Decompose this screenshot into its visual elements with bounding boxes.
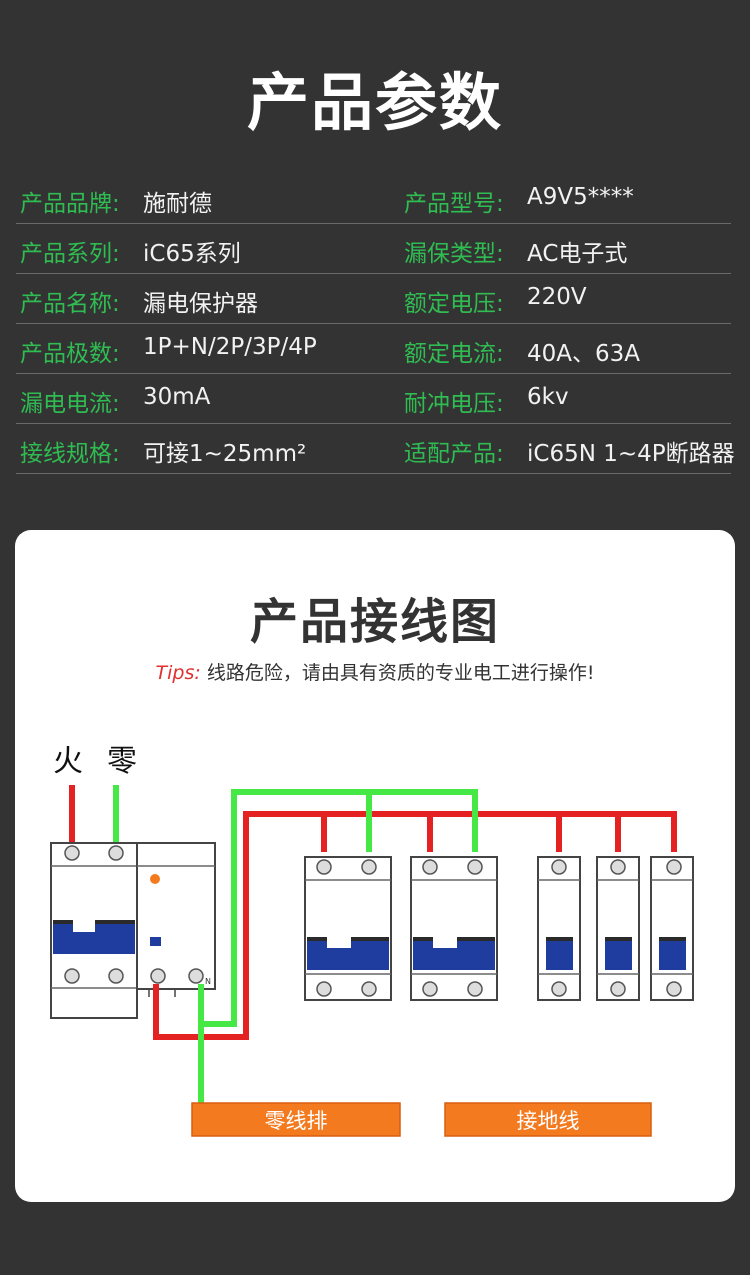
param-value: iC65系列 bbox=[143, 241, 241, 267]
param-label: 额定电流: bbox=[404, 341, 504, 367]
param-value: 1P+N/2P/3P/4P bbox=[143, 334, 317, 360]
param-value: 施耐德 bbox=[143, 191, 212, 217]
wiring-title: 产品接线图 bbox=[249, 594, 500, 650]
rcd-n-label: N bbox=[205, 977, 211, 986]
param-row: 漏电电流: 30mA 耐冲电压: 6kv bbox=[16, 374, 731, 424]
live-label: 火 bbox=[53, 744, 83, 779]
rcd-module: N bbox=[136, 842, 216, 997]
neutral-label: 零 bbox=[107, 744, 137, 779]
param-row: 产品名称: 漏电保护器 额定电压: 220V bbox=[16, 274, 731, 324]
param-label: 产品品牌: bbox=[20, 191, 120, 217]
ground-bar-label: 接地线 bbox=[517, 1109, 580, 1133]
param-value: AC电子式 bbox=[527, 241, 628, 267]
param-label: 产品型号: bbox=[404, 191, 504, 217]
param-row: 产品极数: 1P+N/2P/3P/4P 额定电流: 40A、63A bbox=[16, 324, 731, 374]
param-label: 额定电压: bbox=[404, 291, 504, 317]
param-label: 耐冲电压: bbox=[404, 391, 504, 417]
param-label: 接线规格: bbox=[20, 441, 120, 467]
param-value: A9V5**** bbox=[527, 184, 634, 210]
neutral-bus-wire bbox=[198, 789, 478, 1027]
live-bus-wire bbox=[153, 811, 677, 1040]
wiring-diagram-card: 产品接线图 Tips: 线路危险，请由具有资质的专业电工进行操作! 火 零 bbox=[15, 530, 735, 1202]
param-row: 接线规格: 可接1~25mm² 适配产品: iC65N 1~4P断路器 bbox=[16, 424, 735, 474]
param-label: 漏保类型: bbox=[404, 241, 504, 267]
param-label: 漏电电流: bbox=[20, 391, 120, 417]
param-row: 产品品牌: 施耐德 产品型号: A9V5**** bbox=[16, 174, 731, 224]
param-value: 30mA bbox=[143, 384, 211, 410]
param-value: iC65N 1~4P断路器 bbox=[527, 441, 735, 467]
tips-text: 线路危险，请由具有资质的专业电工进行操作! bbox=[206, 662, 595, 684]
param-value: 220V bbox=[527, 284, 587, 310]
param-value: 40A、63A bbox=[527, 341, 641, 367]
branch-breaker-1p bbox=[596, 856, 640, 1001]
param-value: 可接1~25mm² bbox=[143, 441, 307, 467]
wiring-diagram: 火 零 N bbox=[50, 744, 694, 1137]
param-value: 漏电保护器 bbox=[143, 291, 258, 317]
param-label: 产品名称: bbox=[20, 291, 120, 317]
branch-breaker-2p bbox=[304, 856, 392, 1001]
param-label: 产品系列: bbox=[20, 241, 120, 267]
neutral-bar-label: 零线排 bbox=[265, 1109, 328, 1133]
branch-breaker-2p bbox=[410, 856, 498, 1001]
branch-breaker-1p bbox=[650, 856, 694, 1001]
ground-bar: 接地线 bbox=[444, 1102, 652, 1137]
main-breaker bbox=[50, 842, 138, 1019]
safety-tip: Tips: 线路危险，请由具有资质的专业电工进行操作! bbox=[15, 658, 735, 685]
tips-tag: Tips: bbox=[155, 662, 201, 684]
param-value: 6kv bbox=[527, 384, 569, 410]
param-label: 适配产品: bbox=[404, 441, 504, 467]
branch-breaker-1p bbox=[537, 856, 581, 1001]
params-table: 产品品牌: 施耐德 产品型号: A9V5**** 产品系列: iC65系列 漏保… bbox=[16, 174, 735, 474]
param-label: 产品极数: bbox=[20, 341, 120, 367]
param-row: 产品系列: iC65系列 漏保类型: AC电子式 bbox=[16, 224, 731, 274]
neutral-bar: 零线排 bbox=[191, 1102, 401, 1137]
page-title: 产品参数 bbox=[246, 66, 503, 139]
